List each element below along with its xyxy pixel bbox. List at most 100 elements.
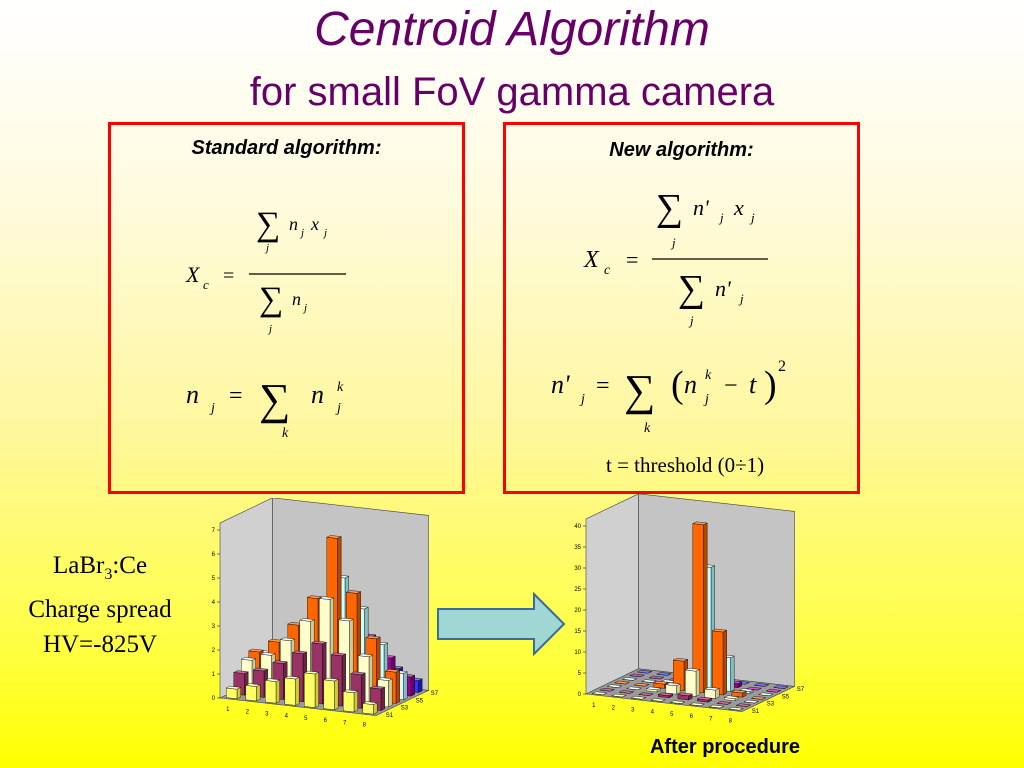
after-chart-bar <box>606 684 623 688</box>
before-chart-depth-label: S7 <box>431 691 439 697</box>
after-chart-xtick-label: 1 <box>592 703 596 709</box>
formula-equals-2: = <box>229 383 243 409</box>
before-chart-bar <box>264 678 281 704</box>
formula-j-subscript: j <box>335 401 341 416</box>
formula-k-superscript: k <box>337 380 344 395</box>
after-chart-bar <box>629 673 645 678</box>
formula-nj-subscript: j <box>209 401 215 416</box>
after-chart-bar <box>621 677 638 681</box>
after-chart-ytick-label: 25 <box>574 587 581 593</box>
formula-j-bottom-new: j <box>738 291 744 306</box>
formula-sum-index-bottom-new: j <box>688 313 694 328</box>
after-chart-ytick-label: 15 <box>574 629 581 635</box>
threshold-note: t = threshold (0÷1) <box>606 453 765 477</box>
formula-minus: − <box>724 373 738 399</box>
formula-square: 2 <box>778 358 786 375</box>
before-chart-ytick-label: 0 <box>212 696 216 702</box>
formula-sum-index-bottom: j <box>267 323 272 335</box>
after-chart-bar <box>684 667 701 697</box>
after-chart-bar <box>645 686 662 693</box>
formula-sum-k-new: ∑ <box>624 366 655 415</box>
before-chart-depth-label: S1 <box>386 713 394 719</box>
detector-crystal: LaBr3:Ce <box>0 548 200 592</box>
formula-equals-new-2: = <box>596 373 610 399</box>
formula-sum-index-top: j <box>264 242 269 254</box>
standard-algorithm-box: Standard algorithm: X c = ∑ n j x j j ∑ … <box>108 122 465 494</box>
after-chart-bar <box>591 691 608 696</box>
formula-sum-index-top-new: j <box>670 235 676 250</box>
after-chart-xtick-label: 4 <box>651 710 655 716</box>
formula-nprime-j: n' <box>551 370 570 399</box>
formula-nprime-bottom: n' <box>715 276 731 301</box>
after-chart-bar <box>614 680 630 685</box>
after-chart-depth-label: S1 <box>752 709 760 715</box>
after-chart-bar <box>704 686 720 699</box>
before-chart-xtick-label: 1 <box>226 707 230 713</box>
before-chart-ytick-label: 3 <box>212 624 216 630</box>
formula-xc-symbol: X <box>185 262 201 287</box>
after-chart-xtick-label: 5 <box>670 712 674 718</box>
before-chart-ytick-label: 4 <box>212 600 216 606</box>
after-chart-bar <box>611 693 627 698</box>
after-chart-bar <box>599 687 615 692</box>
before-chart-xtick-label: 4 <box>285 714 289 720</box>
formula-njk: n <box>311 380 324 409</box>
standard-formula: X c = ∑ n j x j j ∑ n j j n j = ∑ n k j … <box>185 206 346 441</box>
formula-nj: n <box>186 380 199 409</box>
after-chart-ytick-label: 5 <box>578 671 582 677</box>
after-chart-depth-label: S3 <box>767 702 775 708</box>
after-chart-xtick-label: 8 <box>729 719 733 725</box>
slide-subtitle: for small FoV gamma camera <box>249 70 775 114</box>
after-chart-bar <box>735 703 752 707</box>
after-chart-bar <box>728 706 744 711</box>
after-chart-bar <box>633 682 650 687</box>
before-chart-ytick-label: 1 <box>212 672 216 678</box>
after-chart-xtick-label: 7 <box>709 716 713 722</box>
after-chart-bar <box>677 692 693 701</box>
formula-j-top: j <box>299 227 304 239</box>
after-chart-bar <box>638 692 654 696</box>
before-chart-ytick-label: 5 <box>212 576 216 582</box>
formula-xc-symbol-new: X <box>583 247 600 273</box>
after-chart-bar <box>689 702 705 707</box>
crystal-suffix: :Ce <box>112 552 148 579</box>
new-formula: X c = ∑ n' j x j j ∑ n' j j n' j = ∑ ( n… <box>551 187 786 436</box>
formula-nprime-top: n' <box>693 195 709 220</box>
formula-sum-top: ∑ <box>256 206 280 243</box>
formula-n-bottom: n <box>292 289 301 309</box>
before-chart-bar <box>362 701 378 715</box>
after-chart-xtick-label: 2 <box>612 705 616 711</box>
formula-equals: = <box>223 265 234 287</box>
formula-njk-new: n <box>684 370 697 399</box>
after-chart-bar <box>750 696 767 700</box>
detector-hv: HV=-825V <box>42 631 158 658</box>
before-chart-ytick-label: 2 <box>212 648 216 654</box>
before-chart-xtick-label: 8 <box>363 723 367 729</box>
after-chart-ytick-label: 40 <box>574 524 581 530</box>
after-chart-bar <box>641 679 657 683</box>
after-chart-xtick-label: 3 <box>631 708 635 714</box>
before-chart-xtick-label: 5 <box>304 716 308 722</box>
before-chart-ytick-label: 6 <box>212 552 216 558</box>
after-chart-ytick-label: 20 <box>574 608 581 614</box>
after-chart-bar <box>743 699 759 704</box>
formula-j2-top-new: j <box>749 210 755 225</box>
crystal-prefix: LaBr <box>52 552 105 579</box>
after-chart-depth-label: S5 <box>782 694 790 700</box>
formula-n-top: n <box>289 214 298 234</box>
after-chart-xtick-label: 6 <box>690 714 694 720</box>
before-chart-bar <box>245 683 261 702</box>
detector-charge-spread: Charge spread <box>28 596 172 623</box>
detector-info: LaBr3:Ce Charge spread HV=-825V <box>0 548 200 662</box>
formula-j-top-new: j <box>718 210 724 225</box>
formula-sum-top-new: ∑ <box>656 187 683 229</box>
after-chart-ytick-label: 35 <box>574 545 581 551</box>
formula-j-bottom: j <box>302 302 307 314</box>
before-chart-xtick-label: 7 <box>343 720 347 726</box>
before-chart-xtick-label: 3 <box>265 712 269 718</box>
after-chart-bar <box>708 704 725 709</box>
right-arrow-icon <box>437 592 566 656</box>
before-chart-depth-label: S5 <box>416 698 424 704</box>
